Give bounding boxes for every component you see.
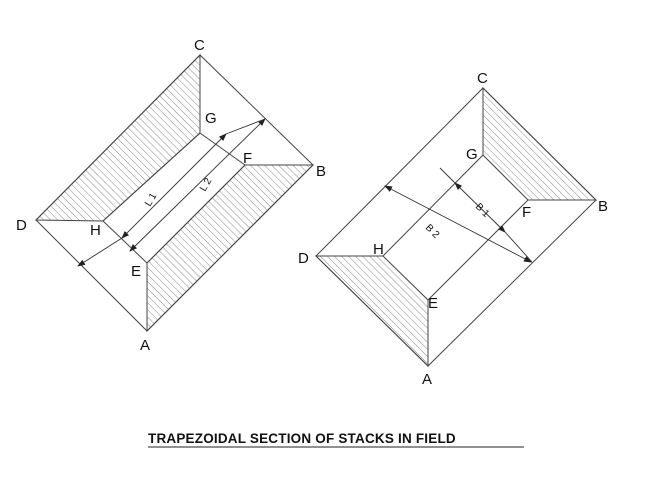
right-hatched-slope-upper (482, 86, 598, 201)
left-dim-label-inner: L 1 (143, 191, 160, 209)
left-dim-label-outer: L 2 (198, 176, 215, 194)
right-point-e: E (428, 295, 438, 312)
left-hatched-slope-upper (34, 53, 201, 222)
left-point-c: C (194, 37, 205, 54)
right-point-b: B (598, 198, 608, 215)
right-crest-line-g-h (382, 154, 484, 257)
left-dimension-cross (77, 237, 123, 267)
left-figure: L 1 L 2 C G F B D H E A (16, 37, 326, 354)
right-dim-label-inner: B 1 (473, 201, 492, 220)
right-outer-outline (315, 87, 597, 367)
diagram-caption: TRAPEZOIDAL SECTION OF STACKS IN FIELD (148, 431, 456, 446)
right-extension-f (504, 231, 533, 263)
left-point-e: E (131, 263, 141, 280)
right-crest-line-f-e (427, 199, 529, 301)
right-point-f: F (522, 204, 531, 221)
right-point-a: A (422, 371, 432, 388)
left-point-h: H (90, 222, 101, 239)
left-point-d: D (16, 217, 27, 234)
left-dimension-outer (129, 118, 266, 252)
left-point-f: F (243, 150, 252, 167)
right-hatched-slope-lower (314, 255, 429, 368)
left-point-g: G (205, 110, 217, 127)
right-point-h: H (373, 241, 384, 258)
right-point-c: C (477, 70, 488, 87)
right-point-g: G (466, 146, 478, 163)
right-extension-g (439, 167, 456, 184)
right-point-d: D (298, 250, 309, 267)
right-dimension-outer (384, 185, 532, 263)
left-crest-line-h-e (102, 220, 148, 264)
left-dimension-cross-ext (225, 118, 266, 135)
left-hatched-slope-lower (146, 164, 315, 333)
right-figure: B 1 B 2 C G F B H D E A (298, 70, 608, 388)
right-dim-label-outer: B 2 (423, 222, 442, 241)
left-point-b: B (316, 163, 326, 180)
left-point-a: A (140, 337, 150, 354)
